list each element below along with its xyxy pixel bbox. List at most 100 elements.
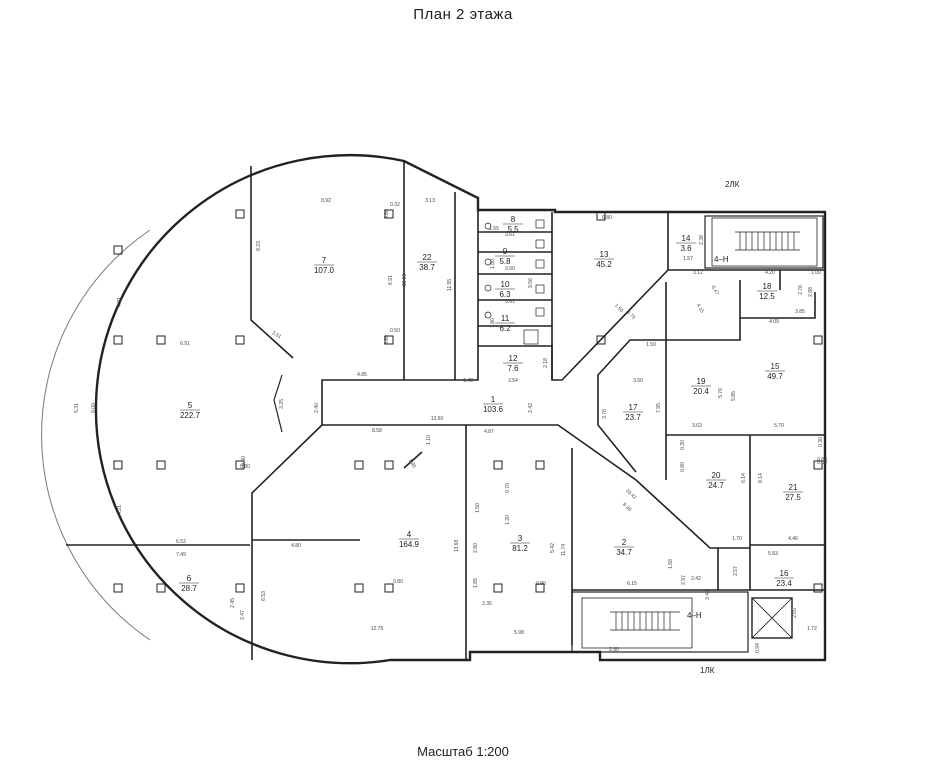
- dimension-label: 0.30: [818, 437, 824, 447]
- dimension-label: 0.80: [384, 335, 390, 345]
- room-area-20: 24.7: [708, 481, 724, 490]
- room-area-19: 20.4: [693, 387, 709, 396]
- dimension-label: 1.20: [505, 515, 511, 525]
- room-number-14: 14: [682, 234, 691, 243]
- dimension-label: 5.76: [718, 388, 724, 398]
- column: [493, 460, 503, 470]
- dimension-label: 7.95: [656, 403, 662, 413]
- dimension-label: 2.47: [240, 610, 246, 620]
- stair-label-bottom: 1ЛК: [700, 666, 715, 675]
- dimension-label: 3.60: [505, 266, 515, 272]
- stair-tag-lower: 4–Н: [687, 611, 702, 620]
- dimension-label: 0.80: [817, 457, 827, 463]
- column: [535, 460, 545, 470]
- dimension-label: 0.94: [755, 643, 761, 653]
- room-area-13: 45.2: [596, 260, 612, 269]
- dimension-label: 0.30: [680, 440, 686, 450]
- room-number-8: 8: [511, 215, 516, 224]
- dimension-label: 1.80: [407, 458, 417, 470]
- dimension-label: 2.42: [691, 576, 701, 582]
- dimension-label: 2.38: [699, 235, 705, 245]
- dimension-label: 4.20: [765, 270, 775, 276]
- dimension-label: 4.46: [788, 536, 798, 542]
- stair-tag-upper: 4–Н: [714, 255, 729, 264]
- dimension-label: 1.68: [668, 559, 674, 569]
- dimension-label: 0.80: [384, 209, 390, 219]
- room-area-8: 5.5: [507, 225, 519, 234]
- dimension-label: 8.58: [372, 428, 382, 434]
- room-area-3: 81.2: [512, 544, 528, 553]
- dimension-label: 2.80: [473, 543, 479, 553]
- column: [235, 460, 245, 470]
- column: [156, 460, 166, 470]
- dimension-label: 1.57: [683, 256, 693, 262]
- dimension-label: 13.60: [431, 416, 444, 422]
- elevator-shaft: [751, 597, 793, 639]
- dimension-label: 1.72: [807, 626, 817, 632]
- dimension-label: 2.97: [681, 575, 687, 585]
- room-number-22: 22: [423, 253, 432, 262]
- column: [156, 583, 166, 593]
- dimension-label: 4.15: [695, 303, 705, 315]
- column: [113, 335, 123, 345]
- dimension-label: 7.49: [176, 552, 186, 558]
- dimension-label: 3.51: [271, 330, 283, 340]
- dimension-label: 1.10: [426, 435, 432, 445]
- dimension-label: 0.80: [393, 579, 403, 585]
- dimension-label: 3.85: [795, 309, 805, 315]
- column: [384, 335, 394, 345]
- room-area-14: 3.6: [680, 244, 692, 253]
- room-number-2: 2: [622, 538, 627, 547]
- dimension-label: 6.52: [176, 539, 186, 545]
- room-number-18: 18: [763, 282, 772, 291]
- dimension-label: 1.50: [613, 303, 624, 314]
- column: [384, 583, 394, 593]
- dimension-label: 0.80: [241, 456, 247, 466]
- dimension-label: 3.12: [693, 270, 703, 276]
- column: [235, 209, 245, 219]
- dimension-label: 0.80: [680, 462, 686, 472]
- room-area-12: 7.6: [507, 364, 519, 373]
- outer-walls: [41, 153, 827, 665]
- dimension-label: 0.50: [390, 328, 400, 334]
- scale-caption: Масштаб 1:200: [417, 744, 509, 759]
- room-area-4: 164.9: [399, 540, 420, 549]
- dimension-label: 13.68: [454, 540, 460, 553]
- room-number-13: 13: [600, 250, 609, 259]
- dimension-label: 1.00: [811, 270, 821, 276]
- column: [813, 460, 823, 470]
- dimension-label: 9.56: [528, 278, 534, 288]
- dimension-label: 2.90: [609, 647, 619, 653]
- structural-columns: [113, 209, 823, 593]
- dimension-label: 4.80: [291, 543, 301, 549]
- dimension-label: 6.80: [602, 215, 612, 221]
- toilet-fixtures: [484, 219, 545, 345]
- dimension-label: 2.35: [482, 601, 492, 607]
- dimension-label: 0.80: [817, 460, 827, 466]
- dimension-label: 6.14: [741, 473, 747, 483]
- page-title: План 2 этажа: [413, 6, 513, 23]
- dimension-label: 5.31: [74, 403, 80, 413]
- column: [156, 335, 166, 345]
- dimension-label: 1.50: [646, 342, 656, 348]
- room-number-6: 6: [187, 574, 192, 583]
- room-area-6: 28.7: [181, 584, 197, 593]
- dimension-label: 3.61: [505, 299, 515, 305]
- room-number-16: 16: [780, 569, 789, 578]
- room-number-15: 15: [771, 362, 780, 371]
- dimension-label: 3.54: [508, 378, 518, 384]
- dimension-label: 8.30: [621, 502, 632, 513]
- dimension-label: 3.63: [692, 423, 702, 429]
- room-area-18: 12.5: [759, 292, 775, 301]
- column: [535, 583, 545, 593]
- room-area-17: 23.7: [625, 413, 641, 422]
- dimension-label: 3.13: [425, 198, 435, 204]
- room-number-10: 10: [501, 280, 510, 289]
- dimension-label: 12.75: [371, 626, 384, 632]
- dimension-label: 2.45: [230, 598, 236, 608]
- room-number-19: 19: [697, 377, 706, 386]
- dimension-label: 8.92: [321, 198, 331, 204]
- dimension-label: 3.50: [633, 378, 643, 384]
- room-number-7: 7: [322, 256, 327, 265]
